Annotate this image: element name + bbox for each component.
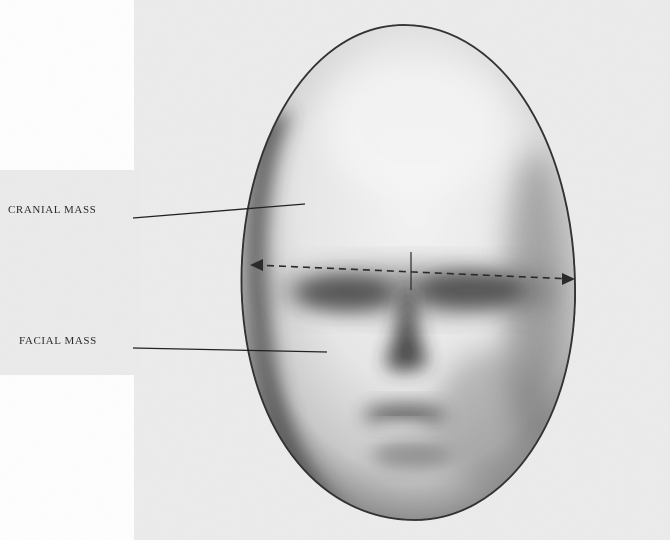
facial-mass-label: FACIAL MASS: [19, 335, 97, 347]
cranial-mass-label: CRANIAL MASS: [8, 204, 96, 216]
right-eye-socket: [418, 272, 522, 308]
lip-highlight: [372, 423, 432, 437]
left-eye-socket: [297, 276, 393, 310]
cranium-highlight: [325, 60, 505, 200]
